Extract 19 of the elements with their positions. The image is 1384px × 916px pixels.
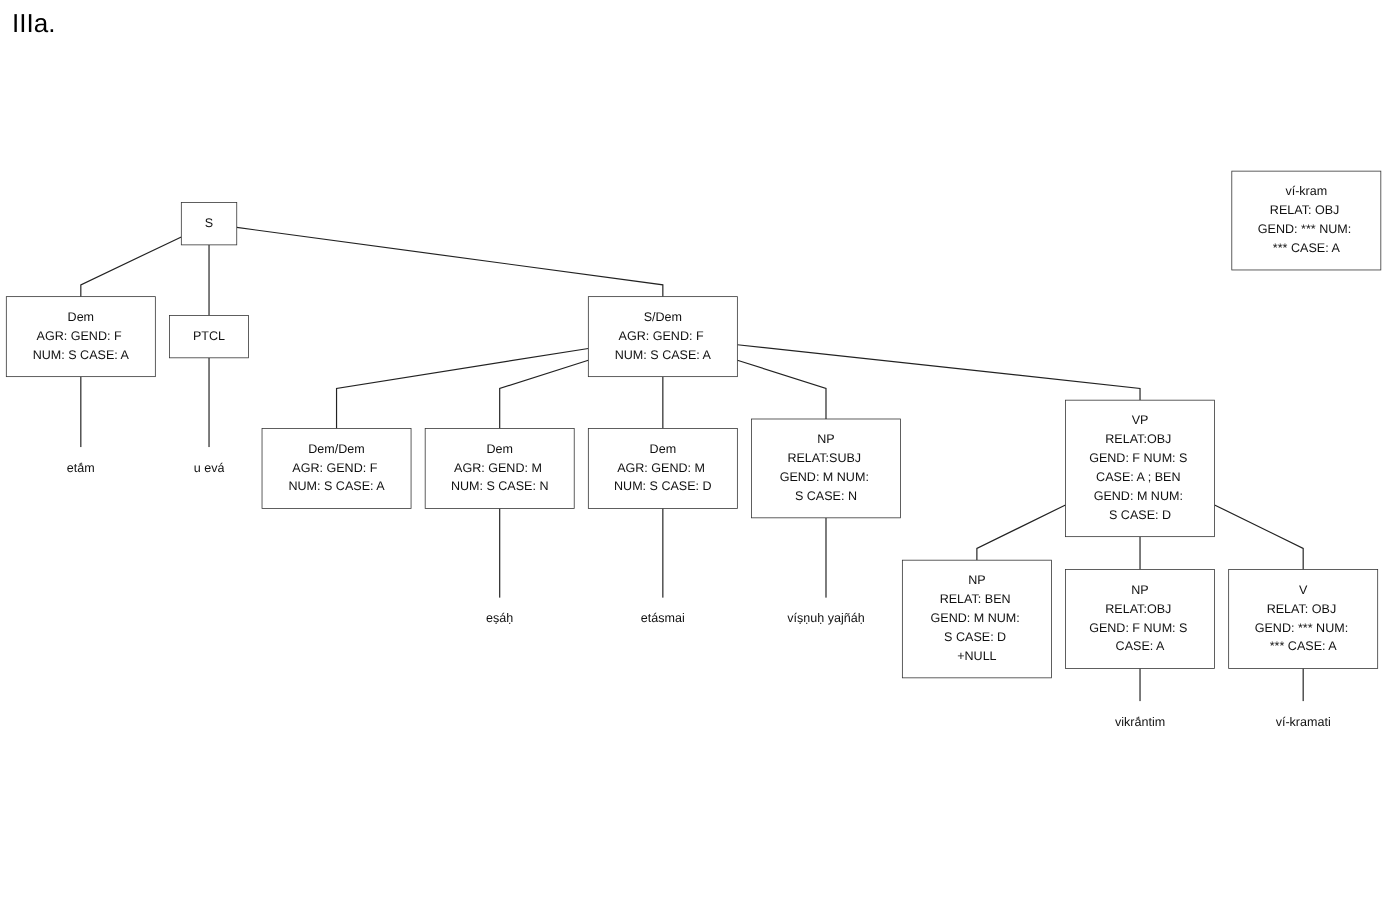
- connector: [736, 358, 827, 419]
- connector: [499, 358, 589, 428]
- connector: [80, 235, 182, 297]
- connector: [662, 375, 664, 428]
- connector: [736, 343, 1141, 400]
- connector: [208, 243, 210, 316]
- connector: [662, 506, 664, 598]
- example-number: IIIa.: [12, 8, 56, 38]
- connector: [208, 356, 210, 447]
- connector: [80, 375, 82, 447]
- connector: [1139, 535, 1141, 570]
- connector: [1213, 503, 1304, 570]
- connector: [825, 516, 827, 598]
- connector: [1139, 666, 1141, 701]
- connector: [499, 506, 501, 598]
- connector: [335, 346, 589, 428]
- connector: [1302, 666, 1304, 701]
- connector: [976, 503, 1067, 560]
- connector: [236, 225, 664, 297]
